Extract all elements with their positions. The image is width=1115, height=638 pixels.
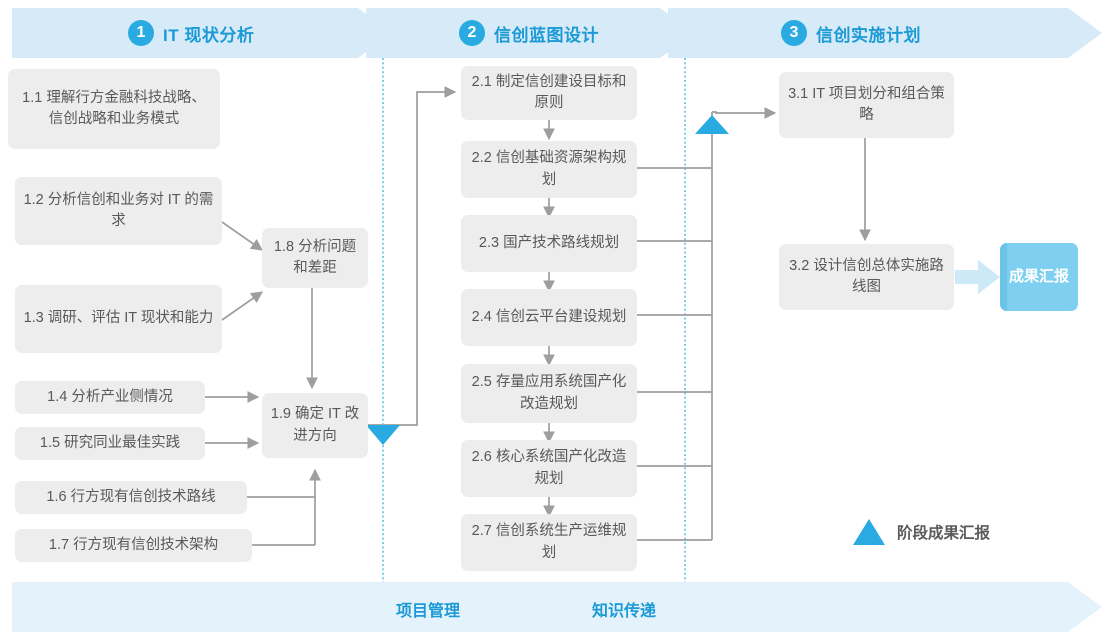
milestone-triangle-icon (853, 519, 885, 545)
result-report-badge[interactable]: 成果汇报 (1000, 243, 1078, 311)
connectors-phase-1 (205, 86, 457, 546)
task-box-2-2[interactable]: 2.2 信创基础资源架构规划 (461, 141, 637, 198)
phase-number-1: 1 (128, 20, 154, 46)
task-box-1-6[interactable]: 1.6 行方现有信创技术路线 (15, 481, 247, 514)
footer-band (12, 582, 1102, 632)
task-box-3-2[interactable]: 3.2 设计信创总体实施路线图 (779, 244, 954, 310)
phase-title-3: 信创实施计划 (816, 25, 921, 45)
phase-title-1: IT 现状分析 (163, 25, 255, 45)
phase-header-1[interactable]: 1 IT 现状分析 (128, 20, 254, 46)
phase-divider-dotted-lines (382, 58, 686, 582)
task-box-1-5[interactable]: 1.5 研究同业最佳实践 (15, 427, 205, 460)
task-box-1-4[interactable]: 1.4 分析产业侧情况 (15, 381, 205, 414)
task-box-2-6[interactable]: 2.6 核心系统国产化改造规划 (461, 440, 637, 497)
phase-header-3[interactable]: 3 信创实施计划 (781, 20, 921, 46)
connector-1-3-to-1-8 (221, 291, 263, 321)
phase-title-2: 信创蓝图设计 (494, 25, 599, 45)
legend-milestone-label: 阶段成果汇报 (897, 525, 991, 542)
phase-header-band (12, 8, 1102, 58)
bus-to-3-1 (712, 107, 777, 119)
task-box-1-2[interactable]: 1.2 分析信创和业务对 IT 的需求 (15, 177, 222, 245)
task-box-2-3[interactable]: 2.3 国产技术路线规划 (461, 215, 637, 272)
connector-1-2-to-1-8 (221, 221, 263, 251)
connectors-phase-2-bus (637, 107, 777, 541)
task-box-2-1[interactable]: 2.1 制定信创建设目标和原则 (461, 66, 637, 120)
milestone-triangles (366, 115, 729, 445)
milestone-triangle-phase-1 (366, 425, 400, 445)
task-box-1-8[interactable]: 1.8 分析问题和差距 (262, 228, 368, 288)
task-box-2-4[interactable]: 2.4 信创云平台建设规划 (461, 289, 637, 346)
task-box-1-3[interactable]: 1.3 调研、评估 IT 现状和能力 (15, 285, 222, 353)
task-box-3-1[interactable]: 3.1 IT 项目划分和组合策略 (779, 72, 954, 138)
footer-label-knowledge-transfer[interactable]: 知识传递 (592, 603, 657, 620)
phase-header-2[interactable]: 2 信创蓝图设计 (459, 20, 599, 46)
milestone-triangle-phase-2 (695, 115, 729, 134)
task-box-2-5[interactable]: 2.5 存量应用系统国产化改造规划 (461, 364, 637, 423)
phase-number-2: 2 (459, 20, 485, 46)
phase-number-3: 3 (781, 20, 807, 46)
task-box-2-7[interactable]: 2.7 信创系统生产运维规划 (461, 514, 637, 571)
legend-milestone: 阶段成果汇报 (853, 519, 990, 545)
task-box-1-1[interactable]: 1.1 理解行方金融科技战略、信创战略和业务模式 (8, 69, 220, 149)
footer-label-project-management[interactable]: 项目管理 (396, 603, 461, 620)
result-arrow-icon (955, 260, 1000, 294)
connector-1-9-to-2-1 (368, 86, 457, 426)
task-box-1-9[interactable]: 1.9 确定 IT 改进方向 (262, 393, 368, 458)
task-box-1-7[interactable]: 1.7 行方现有信创技术架构 (15, 529, 252, 562)
